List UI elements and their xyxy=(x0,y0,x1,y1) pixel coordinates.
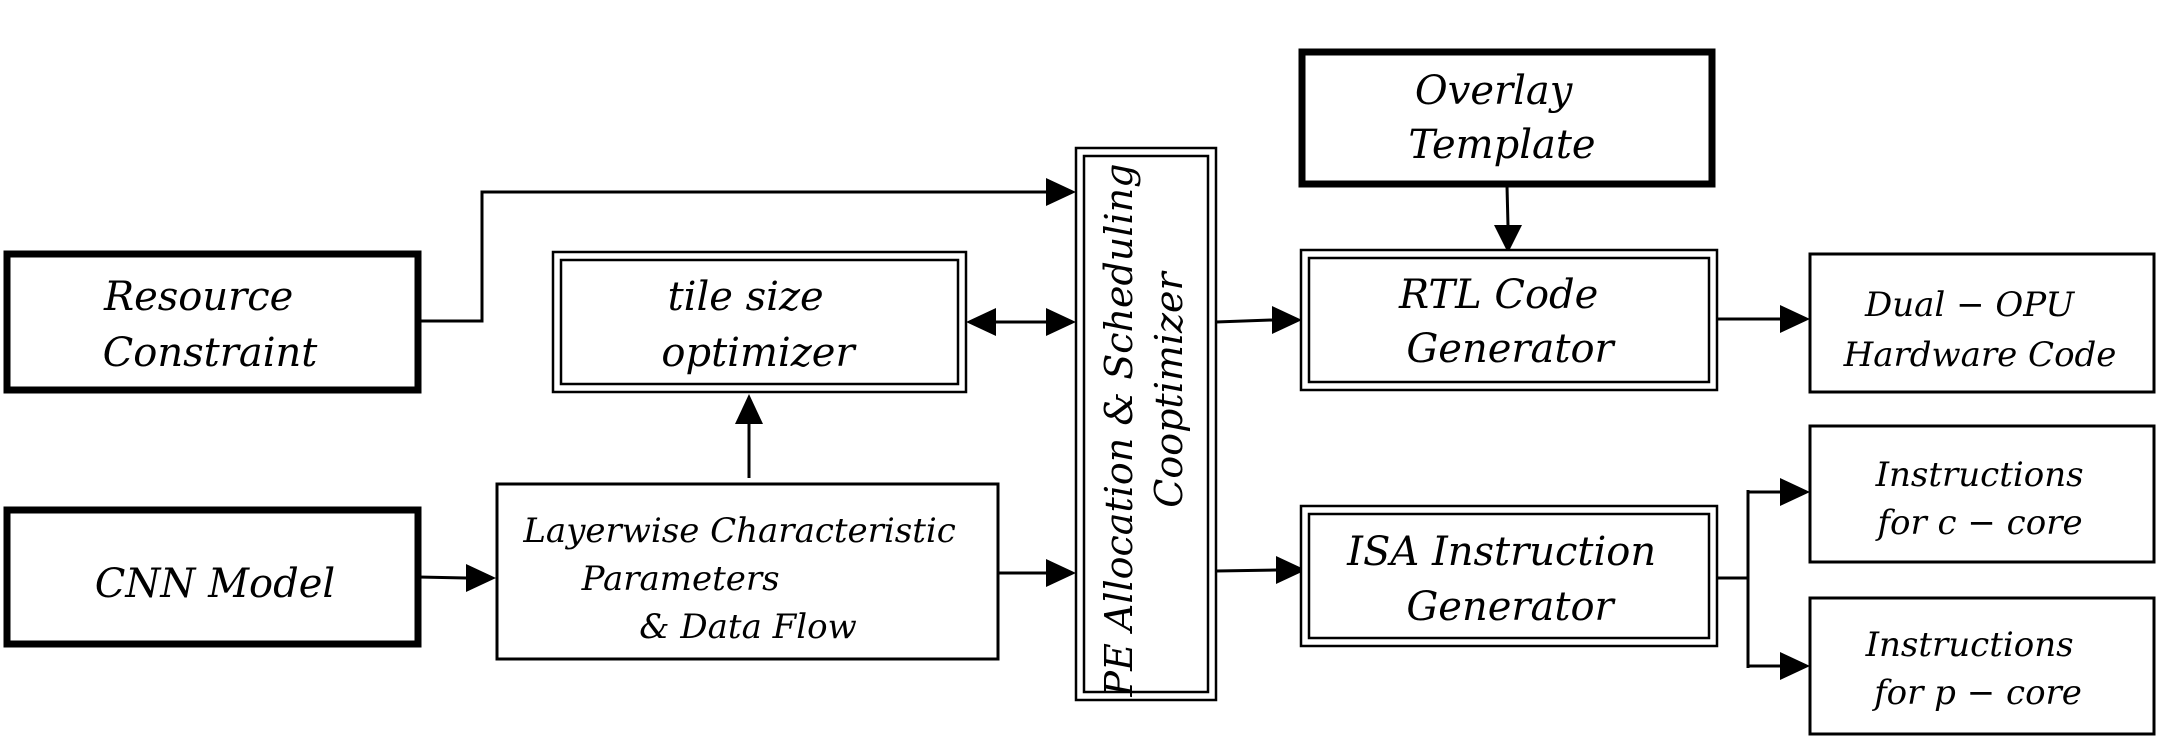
node-layerwise-line-3: & Data Flow xyxy=(639,607,856,647)
node-ccore-line-1: Instructions xyxy=(1875,455,2084,495)
node-cnn-line-1: CNN Model xyxy=(95,561,335,607)
svg-text:Resource Constraint: Resource Constraint xyxy=(103,274,319,376)
node-pe-line-1: PE Allocation & Scheduling xyxy=(1097,164,1141,698)
node-isa-instruction-generator: ISA Instruction Generator xyxy=(1299,504,1719,648)
node-overlay-line-2: Template xyxy=(1408,122,1595,168)
edge-resource-to-pe xyxy=(418,178,1076,323)
node-tile-line-2: optimizer xyxy=(661,330,857,376)
svg-text:Instructions for c − cor: Instructions for c − core xyxy=(1874,455,2094,543)
node-overlay-template: Overlay Template xyxy=(1298,48,1716,188)
svg-text:Instructions for p − cor: Instructions for p − core xyxy=(1865,625,2085,713)
node-layerwise-line-1: Layerwise Characteristic xyxy=(522,511,955,551)
node-pe-line-2: Cooptimizer xyxy=(1147,269,1191,507)
node-isa-line-1: ISA Instruction xyxy=(1346,529,1656,575)
svg-text:PE Allocation & Scheduling: PE Allocation & Scheduling Cooptimizer xyxy=(1097,152,1191,698)
node-tile-size-optimizer: tile size optimizer xyxy=(551,250,968,394)
node-layerwise-parameters: Layerwise Characteristic Parameters & Da… xyxy=(495,482,1000,661)
node-isa-line-2: Generator xyxy=(1406,584,1616,630)
svg-text:RTL Code Generator: RTL Code Generator xyxy=(1398,272,1617,372)
node-tile-line-1: tile size xyxy=(668,274,824,320)
node-overlay-line-1: Overlay xyxy=(1415,68,1574,114)
node-resource-line-2: Constraint xyxy=(103,330,319,376)
svg-text:Overlay Template: Overlay Template xyxy=(1408,68,1595,168)
edge-isa-to-cores xyxy=(1717,478,1810,680)
node-rtl-line-1: RTL Code xyxy=(1398,272,1598,318)
node-rtl-line-2: Generator xyxy=(1406,326,1616,372)
svg-text:ISA Instruction Generato: ISA Instruction Generator xyxy=(1346,529,1669,630)
edge-tile-pe-bidirectional xyxy=(966,308,1076,336)
edge-pe-to-isa xyxy=(1215,556,1306,584)
edge-layerwise-to-pe xyxy=(998,559,1076,587)
edge-pe-to-rtl xyxy=(1215,306,1302,334)
node-instructions-p-core: Instructions for p − core xyxy=(1808,596,2156,736)
node-dualopu-line-2: Hardware Code xyxy=(1843,335,2117,375)
connectors xyxy=(417,178,1810,680)
svg-text:Layerwise Characteristic: Layerwise Characteristic Parameters & Da… xyxy=(522,511,966,647)
node-resource-line-1: Resource xyxy=(103,274,293,320)
node-ccore-line-2: for c − core xyxy=(1874,503,2082,543)
svg-text:CNN Model: CNN Model xyxy=(95,561,335,607)
svg-text:tile size optimizer: tile size optimizer xyxy=(661,274,857,376)
node-dual-opu-hardware-code: Dual − OPU Hardware Code xyxy=(1808,252,2156,394)
node-cnn-model: CNN Model xyxy=(3,506,422,648)
node-pcore-line-2: for p − core xyxy=(1871,673,2082,713)
node-pcore-line-1: Instructions xyxy=(1865,625,2074,665)
edge-overlay-to-rtl xyxy=(1494,185,1522,253)
node-dualopu-line-1: Dual − OPU xyxy=(1864,285,2076,325)
svg-text:Dual − OPU Hardware Code: Dual − OPU Hardware Code xyxy=(1843,285,2117,375)
edge-cnn-to-layerwise xyxy=(417,564,496,592)
node-rtl-code-generator: RTL Code Generator xyxy=(1299,248,1719,392)
node-layerwise-line-2: Parameters xyxy=(581,559,780,599)
node-instructions-c-core: Instructions for c − core xyxy=(1808,424,2156,564)
edge-rtl-to-dualopu xyxy=(1717,305,1810,333)
edge-layerwise-to-tile xyxy=(735,394,763,478)
node-resource-constraint: Resource Constraint xyxy=(3,250,422,394)
node-pe-allocation-cooptimizer: PE Allocation & Scheduling Cooptimizer xyxy=(1074,146,1218,702)
